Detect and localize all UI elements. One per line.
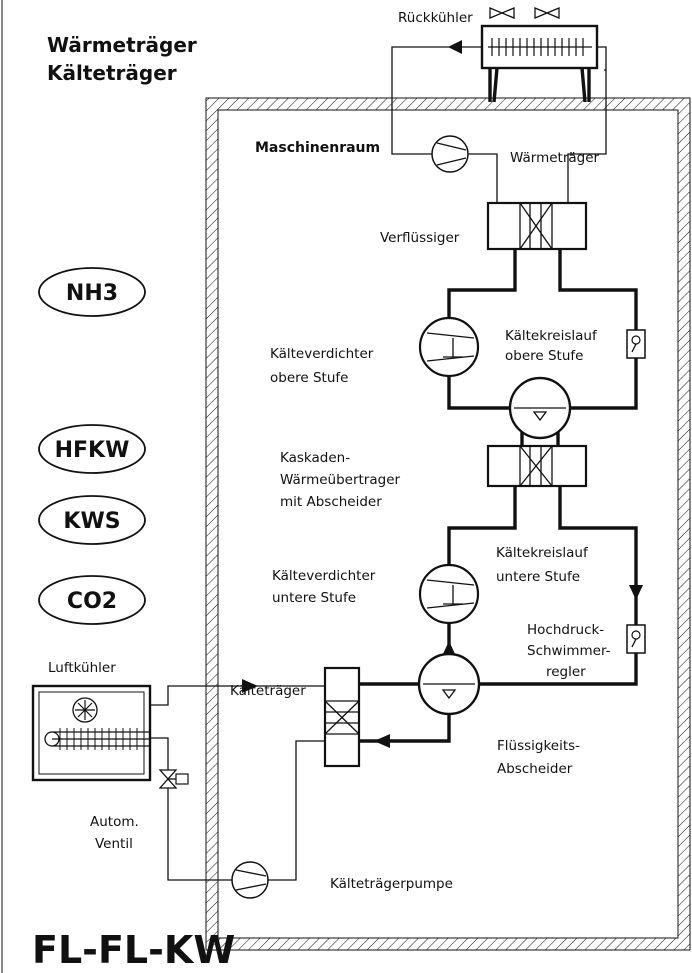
label-kaeltekreislauf-oben-1: Kältekreislauf [505,328,598,344]
refrigerant-hfkw: HFKW [38,424,146,474]
refrigerant-co2: CO2 [38,575,146,625]
label-hochdruck-3: regler [546,664,586,680]
title-line2: Kälteträger [47,61,177,85]
refrigerant-nh3: NH3 [38,267,146,317]
label-waermetraeger: Wärmeträger [510,150,600,166]
label-verfluessiger: Verflüssiger [380,230,460,246]
svg-text:NH3: NH3 [66,281,118,306]
label-kaeltekreislauf-unten-2: untere Stufe [496,569,580,585]
waermetraeger-loop [391,40,607,203]
kaeltetraeger-loop [150,679,325,899]
lower-stage-loop [418,486,646,686]
label-verdichter-unten-1: Kälteverdichter [272,568,376,584]
svg-text:KWS: KWS [63,509,120,534]
refrigerant-kws: KWS [38,495,146,545]
label-ventil-2: Ventil [95,836,133,852]
label-verdichter-oben-1: Kälteverdichter [270,346,374,362]
label-abscheider-1: Flüssigkeits- [497,738,580,754]
title-line1: Wärmeträger [47,33,197,57]
label-kaskade-3: mit Abscheider [280,494,382,510]
kaskaden-waermeuebertrager [486,444,588,488]
verdampfer [323,666,361,768]
machine-room-wall [205,97,691,951]
label-hochdruck-2: Schwimmer- [527,643,611,659]
label-hochdruck-1: Hochdruck- [527,622,604,638]
label-pumpe: Kälteträgerpumpe [330,876,453,892]
label-verdichter-oben-2: obere Stufe [270,370,348,386]
label-verdichter-unten-2: untere Stufe [272,590,356,606]
label-abscheider-2: Abscheider [497,761,573,777]
label-kaeltekreislauf-oben-2: obere Stufe [505,348,583,364]
fluessigkeits-abscheider [359,652,481,748]
verfluessiger [486,201,588,251]
label-ventil-1: Autom. [90,814,139,830]
system-code: FL-FL-KW [32,928,235,972]
svg-text:HFKW: HFKW [55,438,130,463]
label-kaeltetraeger: Kälteträger [230,683,306,699]
room-label: Maschinenraum [255,140,380,156]
label-kaskade-1: Kaskaden- [280,450,350,466]
label-kaeltekreislauf-unten-1: Kältekreislauf [496,545,589,561]
svg-text:CO2: CO2 [67,589,117,614]
luftkuehler-unit [31,684,152,782]
label-kaskade-2: Wärmeübertrager [280,472,400,488]
rueckkuehler-unit [480,7,599,103]
upper-stage-loop [418,249,646,446]
label-rueckkuehler: Rückkühler [398,10,473,26]
label-luftkuehler: Luftkühler [48,660,116,676]
